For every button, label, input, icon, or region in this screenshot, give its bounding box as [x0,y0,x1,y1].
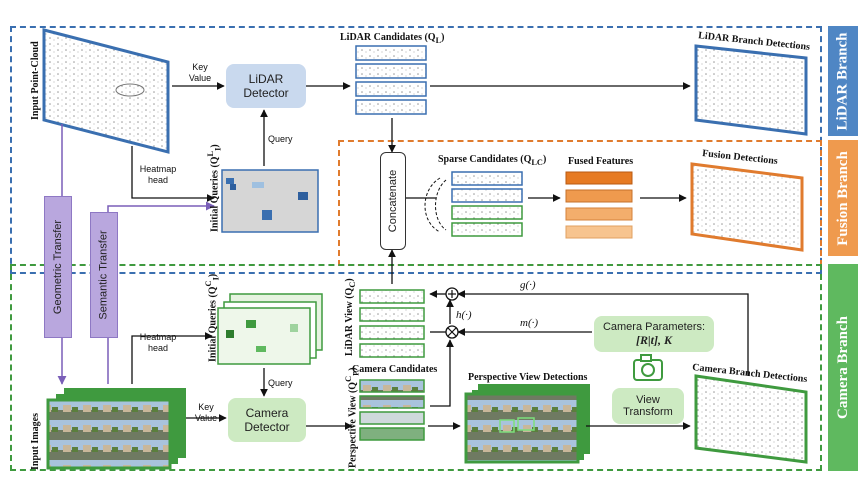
camera-detector-box: Camera Detector [228,398,306,442]
camera-key-value-label: Key Value [194,402,218,423]
fused-features-label: Fused Features [568,156,634,167]
camera-heatmap-head-label: Heatmap head [139,332,177,353]
lidar-detector-box: LiDAR Detector [226,64,306,108]
perspective-view-label: Perspective View (QCP) [344,367,361,468]
concatenate-label: Concatenate [387,169,400,233]
camera-parameters-box: Camera Parameters: [R|t], K [594,316,714,352]
camera-branch-region [10,264,822,471]
semantic-transfer-bar: Semantic Transfer [90,212,118,338]
fused-features-stack [565,171,633,239]
lidar-initial-queries-heatmap [221,169,319,233]
input-images-stack [46,388,186,470]
fusion-branch-label: Fusion Branch [828,140,858,256]
concatenate-box: Concatenate [380,152,406,250]
camera-branch-label: Camera Branch [828,264,858,471]
camera-icon [633,354,663,381]
perspective-view-detections-label: Perspective View Detections [468,372,588,383]
camera-initial-queries-label: Initial Queries (QCI) [204,273,221,362]
geometric-transfer-bar: Geometric Transfer [44,196,72,338]
lidar-view-candidates-stack [359,289,425,358]
m-function-label: m(·) [520,317,539,329]
lidar-key-value-label: Key Value [188,62,212,83]
camera-candidates-label: Camera Candidates [352,364,438,375]
lidar-query-label: Query [268,134,293,144]
sparse-candidates-stack [424,171,523,237]
lidar-candidates-label: LiDAR Candidates (QL) [340,32,445,45]
sparse-candidates-label: Sparse Candidates (QLC) [438,154,547,167]
perspective-view-detections-stack [464,384,590,464]
camera-branch-detections-image [694,374,808,464]
input-images-label: Input Images [30,413,41,470]
perspective-view-candidates-stack [359,379,425,441]
lidar-heatmap-head-label: Heatmap head [139,164,177,185]
add-operator-icon [445,287,459,301]
camera-initial-queries-heatmap [217,293,323,365]
camera-query-label: Query [268,378,293,388]
view-transform-box: View Transform [612,388,684,424]
fusion-detections-image [690,162,804,252]
multiply-operator-icon [445,325,459,339]
lidar-initial-queries-label: Initial Queries (QLI) [206,144,223,232]
lidar-view-label: LiDAR View (QC) [344,278,357,356]
g-function-label: g(·) [520,279,536,291]
input-point-cloud-label: Input Point-Cloud [30,41,41,120]
input-point-cloud-image [42,28,170,154]
h-function-label: h(·) [456,309,472,321]
lidar-candidates-stack [355,45,427,115]
lidar-branch-detections-image [694,44,808,136]
lidar-branch-label: LiDAR Branch [828,26,858,136]
